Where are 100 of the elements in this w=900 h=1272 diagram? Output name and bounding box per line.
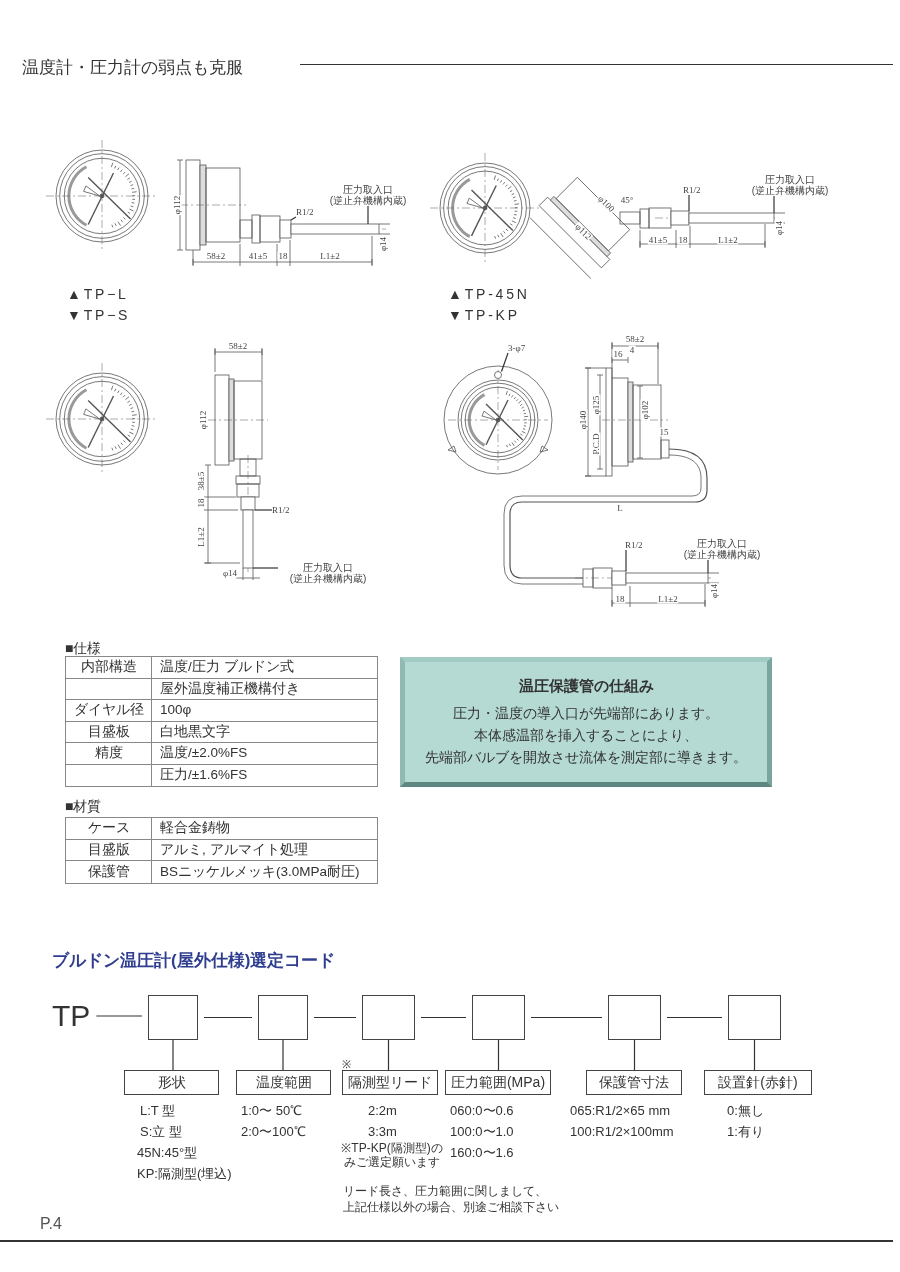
connector-line xyxy=(95,1015,143,1017)
connector-line xyxy=(688,194,690,212)
dimension-label: φ14 xyxy=(378,235,388,253)
callout-label: R1/2 xyxy=(296,208,314,217)
dimension-label: 18 xyxy=(277,251,289,261)
option-text: 2:2m xyxy=(368,1102,397,1120)
connector-line xyxy=(203,1016,253,1019)
code-box xyxy=(608,995,661,1040)
dimension-label: 18 xyxy=(196,497,206,509)
table-cell-text: 内部構造 xyxy=(80,658,137,677)
dimension-label: 58±2 xyxy=(205,251,227,261)
callout-label: R1/2 xyxy=(625,541,643,550)
dimension-label: 45° xyxy=(619,195,635,205)
section-heading: ■材質 xyxy=(65,797,102,816)
thread-fitting xyxy=(611,570,627,586)
model-caption: ▲TP−L xyxy=(67,285,129,304)
model-caption: ▼TP-KP xyxy=(448,306,520,325)
option-text: L:T 型 xyxy=(140,1102,176,1120)
connector-line xyxy=(753,1039,756,1071)
connector-line xyxy=(290,216,297,221)
callout-label: 圧力取入口 (逆止弁機構内蔵) xyxy=(318,184,418,206)
code-field-label: 保護管寸法 xyxy=(586,1070,682,1095)
sensor-tube xyxy=(290,223,380,235)
footnote-mark: ※ xyxy=(342,1057,351,1072)
dimension-label: 16 xyxy=(612,349,624,359)
callout-label: 圧力取入口 (逆止弁機構内蔵) xyxy=(740,174,840,196)
connector-line xyxy=(530,1016,603,1019)
connector-line xyxy=(387,1039,390,1071)
table-cell-text: 目盛板 xyxy=(87,722,130,741)
connector-line xyxy=(282,1039,284,1071)
callout-label: 圧力取入口 (逆止弁機構内蔵) xyxy=(278,562,378,584)
code-field-label: 設置針(赤針) xyxy=(704,1070,812,1095)
option-text: 160:0〜1.6 xyxy=(450,1144,514,1162)
code-field-label: 温度範囲 xyxy=(236,1070,331,1095)
table-cell-text: 温度/±2.0%FS xyxy=(160,744,248,763)
connector-line xyxy=(625,549,627,572)
option-text: 065:R1/2×65 mm xyxy=(570,1102,671,1120)
model-caption: ▼TP−S xyxy=(67,306,131,325)
table-cell-text: ダイヤル径 xyxy=(73,701,144,720)
dimension-label: 4 xyxy=(628,345,636,355)
option-text: 2:0〜100℃ xyxy=(241,1123,306,1141)
option-text: 060:0〜0.6 xyxy=(450,1102,514,1120)
connector-line xyxy=(172,1039,174,1071)
note-text: 上記仕様以外の場合、別途ご相談下さい xyxy=(343,1199,559,1216)
info-panel xyxy=(400,657,772,787)
dimension-label: φ14 xyxy=(709,582,719,600)
sensor-tube xyxy=(688,212,775,224)
thread-fitting xyxy=(670,210,690,226)
dimension-label: 58±2 xyxy=(227,341,249,351)
table-cell-text: 目盛版 xyxy=(87,840,130,859)
sensor-tube xyxy=(625,572,709,584)
dimension-label: φ14 xyxy=(221,568,239,578)
dimension-label: 38±5 xyxy=(196,470,206,492)
option-text: KP:隔測型(埋込) xyxy=(137,1165,232,1183)
sensor-tube xyxy=(242,509,254,569)
table-cell-text: 温度/圧力 ブルドン式 xyxy=(160,658,294,677)
page-number: P.4 xyxy=(40,1214,62,1234)
panel-text: 圧力・温度の導入口が先端部にあります。 xyxy=(453,704,719,723)
connector-line xyxy=(420,1016,467,1019)
page-title: 温度計・圧力計の弱点も克服 xyxy=(22,57,243,79)
dimension-label: φ112 xyxy=(198,409,208,431)
option-text: 0:無し xyxy=(727,1102,764,1120)
table-cell-text: アルミ, アルマイト処理 xyxy=(160,840,308,859)
option-text: S:立 型 xyxy=(140,1123,182,1141)
option-text: 100:0〜1.0 xyxy=(450,1123,514,1141)
dimension-label: φ112 xyxy=(172,194,182,216)
code-box xyxy=(472,995,525,1040)
table-cell-text: 保護管 xyxy=(87,862,130,881)
dimension-label: 41±5 xyxy=(247,251,269,261)
connector-line xyxy=(367,205,369,225)
panel-heading: 温圧保護管の仕組み xyxy=(518,676,654,696)
dimension-label: L1±2 xyxy=(196,526,206,548)
panel-text: 先端部バルブを開放させ流体を測定部に導きます。 xyxy=(425,749,747,767)
option-text: 1:有り xyxy=(727,1123,764,1141)
connector-line xyxy=(252,567,279,569)
table-cell-text: 屋外温度補正機構付き xyxy=(160,679,300,698)
dimension-label: 15 xyxy=(658,427,670,437)
dimension-label: 18 xyxy=(614,594,626,604)
dimension-label: φ14 xyxy=(774,219,784,237)
table-cell-text: BSニッケルメッキ(3.0MPa耐圧) xyxy=(160,862,360,881)
callout-label: 圧力取入口 (逆止弁機構内蔵) xyxy=(672,538,772,560)
callout-label: R1/2 xyxy=(272,506,290,515)
connector-line xyxy=(500,352,509,373)
dimension-label: 58±2 xyxy=(624,334,646,344)
connector-line xyxy=(497,1039,500,1071)
table-cell-text: ケース xyxy=(87,819,130,838)
code-box xyxy=(258,995,308,1040)
note-text: ※TP-KP(隔測型)のみご選定願います xyxy=(340,1141,444,1169)
connector-line xyxy=(313,1016,357,1019)
code-prefix: TP xyxy=(52,996,91,1036)
mounting-hole xyxy=(494,371,502,379)
note-text: リード長さ、圧力範囲に関しまして、 xyxy=(343,1183,547,1200)
section-heading: ■仕様 xyxy=(65,639,102,658)
connector-line xyxy=(773,195,775,214)
panel-text: 本体感温部を挿入することにより、 xyxy=(474,726,698,745)
table-cell-text: 精度 xyxy=(94,744,123,763)
dimension-label: L1±2 xyxy=(717,235,739,245)
option-text: 3:3m xyxy=(368,1123,397,1141)
table-cell-text: 100φ xyxy=(160,701,192,720)
code-field-label: 形状 xyxy=(124,1070,219,1095)
